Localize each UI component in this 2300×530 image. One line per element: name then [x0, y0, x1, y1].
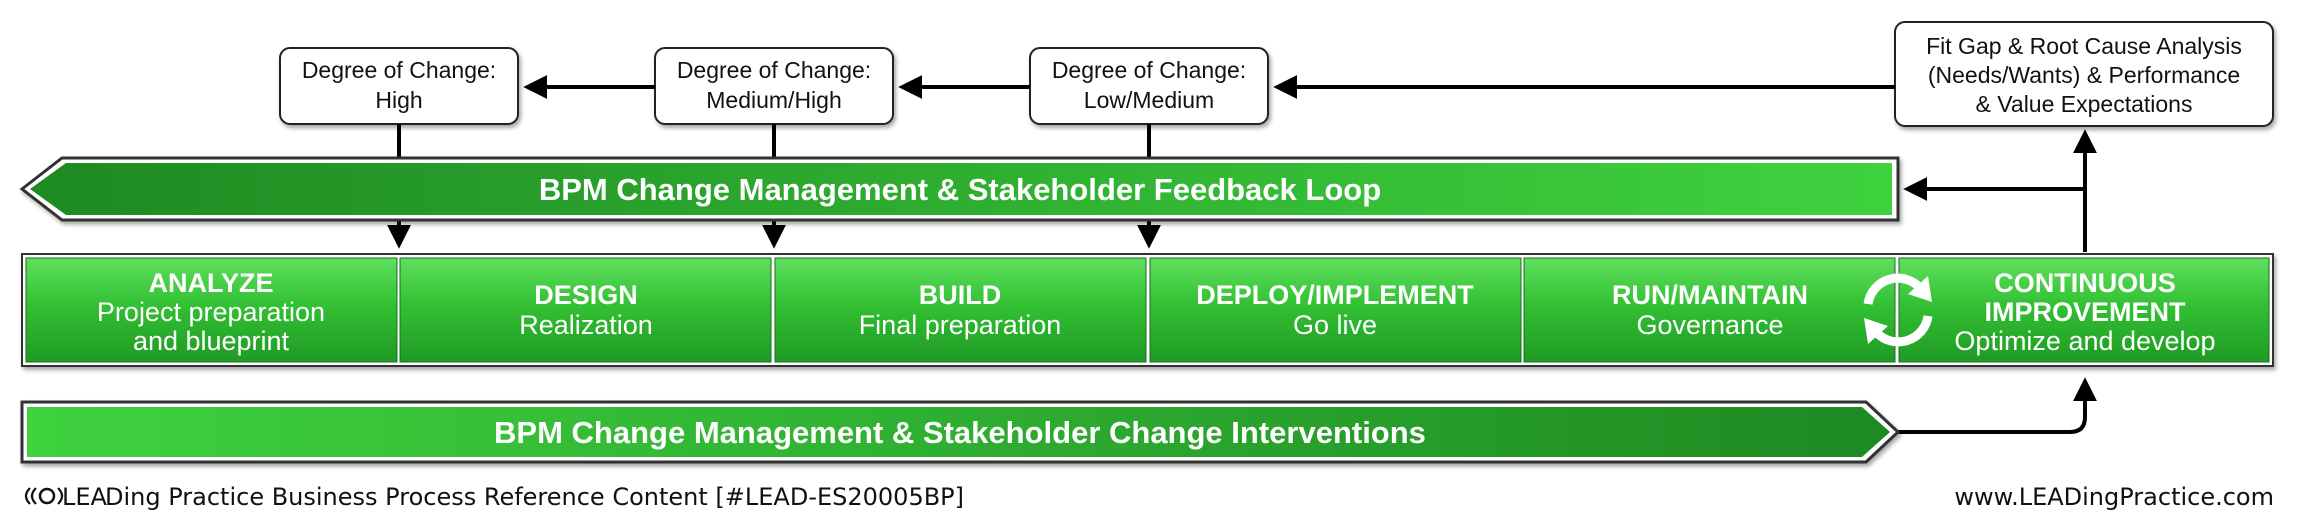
logo-bracket-icon: [30, 487, 37, 505]
phase-subtitle-line: Governance: [1636, 310, 1783, 340]
phase-title: DEPLOY/IMPLEMENT: [1196, 280, 1474, 310]
refresh-cycle-icon: [1863, 273, 1933, 347]
degree-box-line: Degree of Change:: [302, 57, 496, 83]
leading-practice-logo: LEA: [24, 483, 108, 511]
phase-band: ANALYZE Project preparation and blueprin…: [21, 253, 2274, 367]
analysis-box-line: (Needs/Wants) & Performance: [1928, 62, 2240, 88]
arrow-interventions-to-improvement: [1888, 377, 2097, 434]
analysis-box-line: & Value Expectations: [1976, 91, 2193, 117]
phase-run-maintain: RUN/MAINTAIN Governance: [1523, 257, 1896, 363]
footer-website-link[interactable]: www.LEADingPractice.com: [1954, 483, 2274, 511]
interventions-banner: BPM Change Management & Stakeholder Chan…: [20, 400, 1901, 464]
phase-build: BUILD Final preparation: [774, 257, 1147, 363]
drop-arrows: [387, 124, 1161, 249]
phase-design: DESIGN Realization: [399, 257, 772, 363]
footer-source-text: Ding Practice Business Process Reference…: [105, 483, 964, 511]
feedback-banner-label: BPM Change Management & Stakeholder Feed…: [539, 172, 1381, 207]
phase-subtitle-line: Go live: [1293, 310, 1377, 340]
phase-title: ANALYZE: [148, 268, 273, 298]
logo-text: LEA: [62, 483, 108, 511]
interventions-banner-label: BPM Change Management & Stakeholder Chan…: [494, 415, 1426, 450]
degree-box-line: High: [375, 87, 422, 113]
phase-subtitle-line: Optimize and develop: [1954, 326, 2215, 356]
logo-circle-icon: [38, 487, 56, 505]
analysis-box-line: Fit Gap & Root Cause Analysis: [1926, 33, 2242, 59]
logo-bracket-icon: [24, 487, 31, 505]
phase-subtitle-line: Final preparation: [859, 310, 1062, 340]
degree-box-line: Degree of Change:: [1052, 57, 1246, 83]
degree-box-high: Degree of Change: High: [279, 47, 519, 125]
degree-box-line: Low/Medium: [1084, 87, 1214, 113]
phase-title: RUN/MAINTAIN: [1612, 280, 1808, 310]
phase-title: CONTINUOUS: [1994, 268, 2176, 298]
analysis-box: Fit Gap & Root Cause Analysis (Needs/Wan…: [1894, 21, 2274, 127]
degree-box-line: Medium/High: [706, 87, 842, 113]
footer: LEA Ding Practice Business Process Refer…: [24, 483, 2274, 511]
degree-box-low-medium: Degree of Change: Low/Medium: [1029, 47, 1269, 125]
feedback-banner: BPM Change Management & Stakeholder Feed…: [19, 156, 1900, 222]
degree-box-line: Degree of Change:: [677, 57, 871, 83]
phase-subtitle-line: Project preparation: [97, 297, 325, 327]
degree-box-medium-high: Degree of Change: Medium/High: [654, 47, 894, 125]
phase-analyze: ANALYZE Project preparation and blueprin…: [25, 257, 398, 363]
phase-continuous-improvement: CONTINUOUS IMPROVEMENT Optimize and deve…: [1898, 257, 2270, 363]
phase-deploy-implement: DEPLOY/IMPLEMENT Go live: [1149, 257, 1522, 363]
right-arrows: [1888, 129, 2097, 434]
phase-title: IMPROVEMENT: [1984, 297, 2186, 327]
logo-bracket-icon: [57, 487, 64, 505]
phase-subtitle-line: and blueprint: [133, 326, 290, 356]
phase-subtitle-line: Realization: [519, 310, 653, 340]
phase-title: DESIGN: [534, 280, 638, 310]
phase-title: BUILD: [919, 280, 1002, 310]
